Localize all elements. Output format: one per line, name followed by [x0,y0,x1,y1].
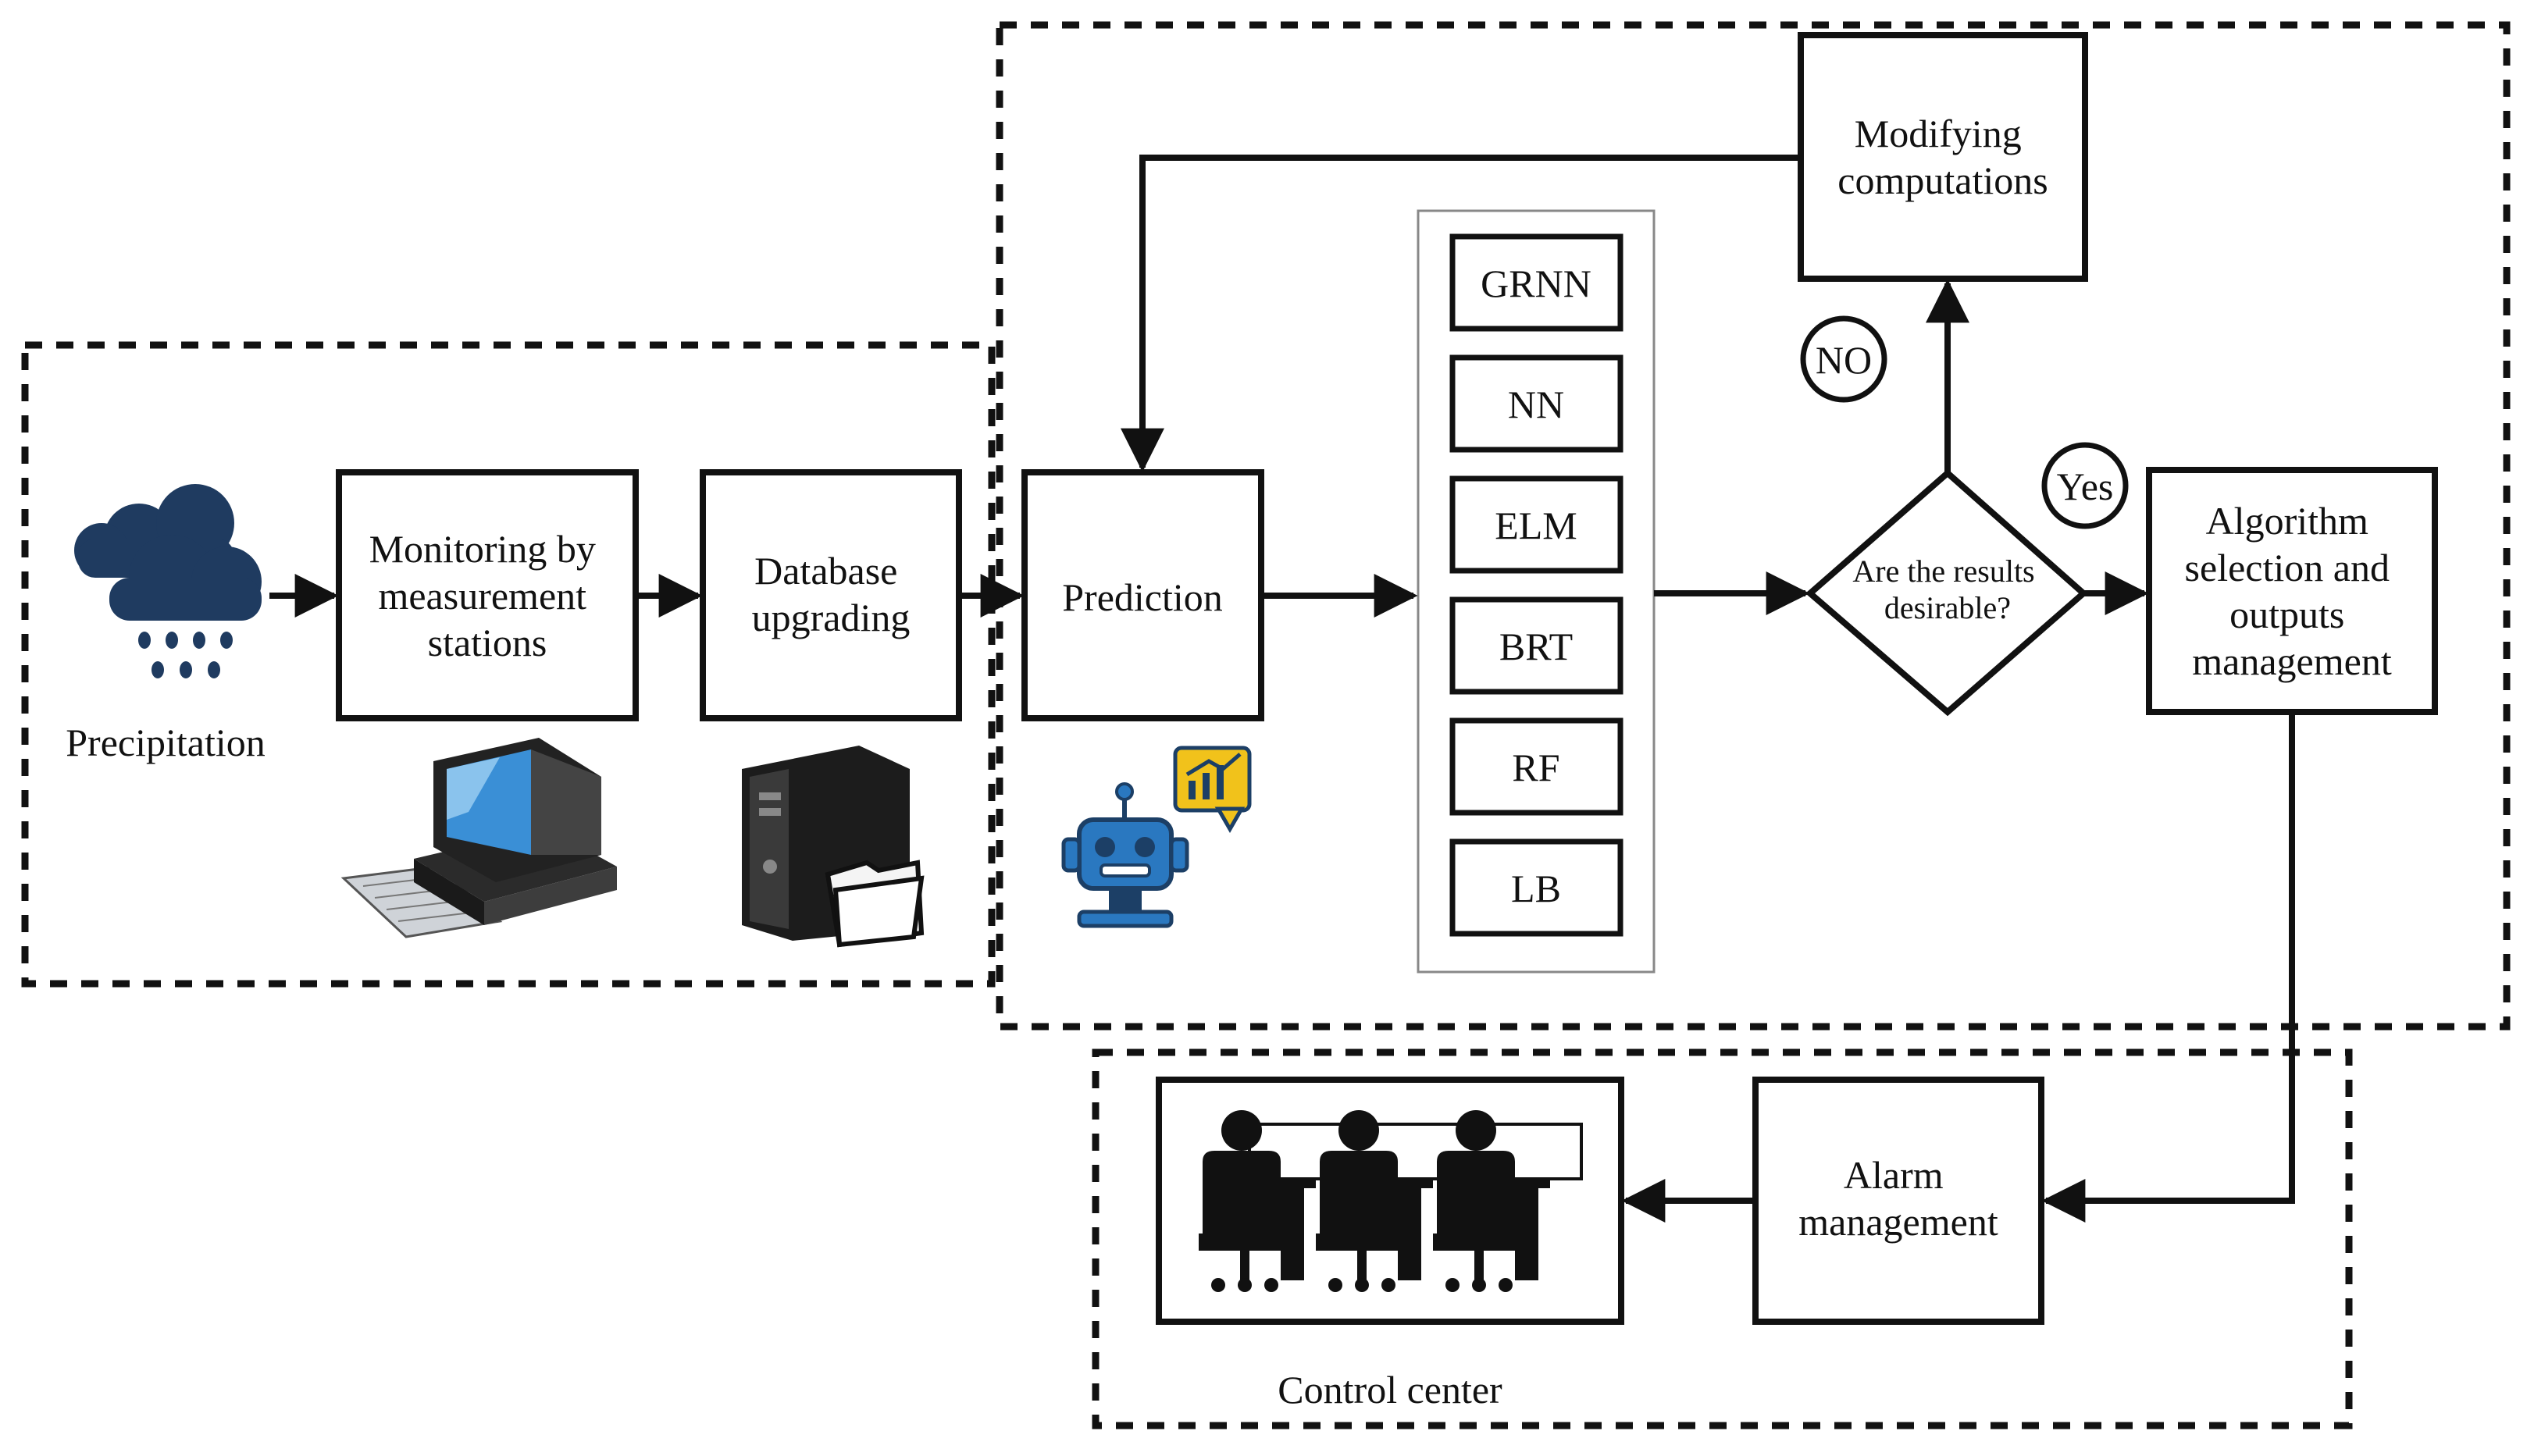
control-center-label: Control center [1278,1368,1502,1412]
model-box-elm [1449,475,1623,574]
processing-group-frame [996,21,2511,1031]
connectors [269,155,2295,1223]
control-group-frame [1092,1048,2353,1429]
monitoring-label: Monitoring by measurement stations [369,527,606,664]
decision-label: Are the results desirable? [1852,554,2042,625]
prediction-box [1021,469,1264,721]
robot-analytics-icon [1061,746,1252,928]
model-list: GRNN NN ELM BRT RF LB [1449,233,1623,937]
model-box-nn [1449,354,1623,453]
rain-cloud-icon [74,484,262,678]
yes-label: Yes [2057,465,2114,508]
yes-circle [2041,442,2129,529]
model-box-lb [1449,838,1623,937]
model-label-nn: NN [1508,383,1564,426]
model-label-lb: LB [1511,867,1561,910]
server-folder-icon [742,746,925,948]
data-acquisition-group-frame [21,341,996,988]
precipitation-label: Precipitation [66,721,266,764]
modifying-box [1798,32,2088,282]
model-label-grnn: GRNN [1481,262,1591,305]
model-box-grnn [1449,233,1623,332]
model-label-elm: ELM [1495,504,1577,547]
model-box-rf [1449,717,1623,816]
no-circle [1800,315,1887,403]
arrow-algorithm-to-alarm [2041,712,2295,1223]
computer-workstation-icon [340,738,617,938]
alarm-label: Alarm management [1798,1153,1998,1244]
operators-at-desks-icon [1199,1110,1583,1292]
modifying-label: Modifying computations [1837,112,2048,202]
model-box-brt [1449,596,1623,695]
model-label-rf: RF [1512,746,1559,789]
alarm-box [1752,1077,2044,1325]
decision-diamond [1805,468,2089,717]
prediction-label: Prediction [1062,575,1223,619]
database-label: Database upgrading [752,549,911,639]
arrow-modifying-to-prediction [1121,155,1801,472]
no-label: NO [1816,338,1872,382]
algorithm-label: Algorithm selection and outputs manageme… [2185,499,2400,683]
database-box [700,469,962,721]
model-label-brt: BRT [1499,625,1573,668]
